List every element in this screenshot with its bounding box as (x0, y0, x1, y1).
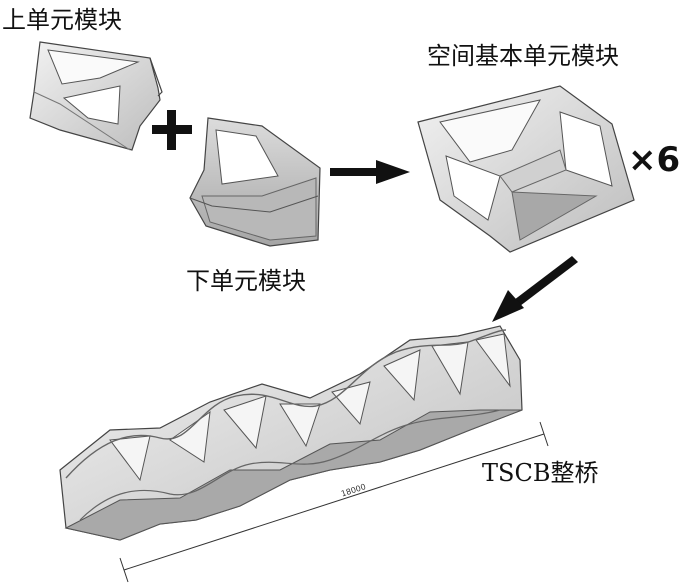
arrow-right-icon (330, 160, 410, 184)
upper-module-shape (29, 41, 163, 151)
bridge-shape (59, 325, 523, 541)
bridge-label: TSCB整桥 (482, 459, 599, 487)
dimension-line (119, 421, 549, 583)
multiplier-label: ×6 (628, 140, 681, 180)
lower-module-shape (189, 117, 321, 247)
arrow-down-left-icon (492, 256, 578, 322)
plus-icon (152, 110, 192, 150)
lower-module-label: 下单元模块 (186, 267, 306, 295)
space-module-label: 空间基本单元模块 (427, 42, 619, 70)
upper-module-label: 上单元模块 (2, 6, 122, 34)
space-module-shape (417, 85, 635, 253)
